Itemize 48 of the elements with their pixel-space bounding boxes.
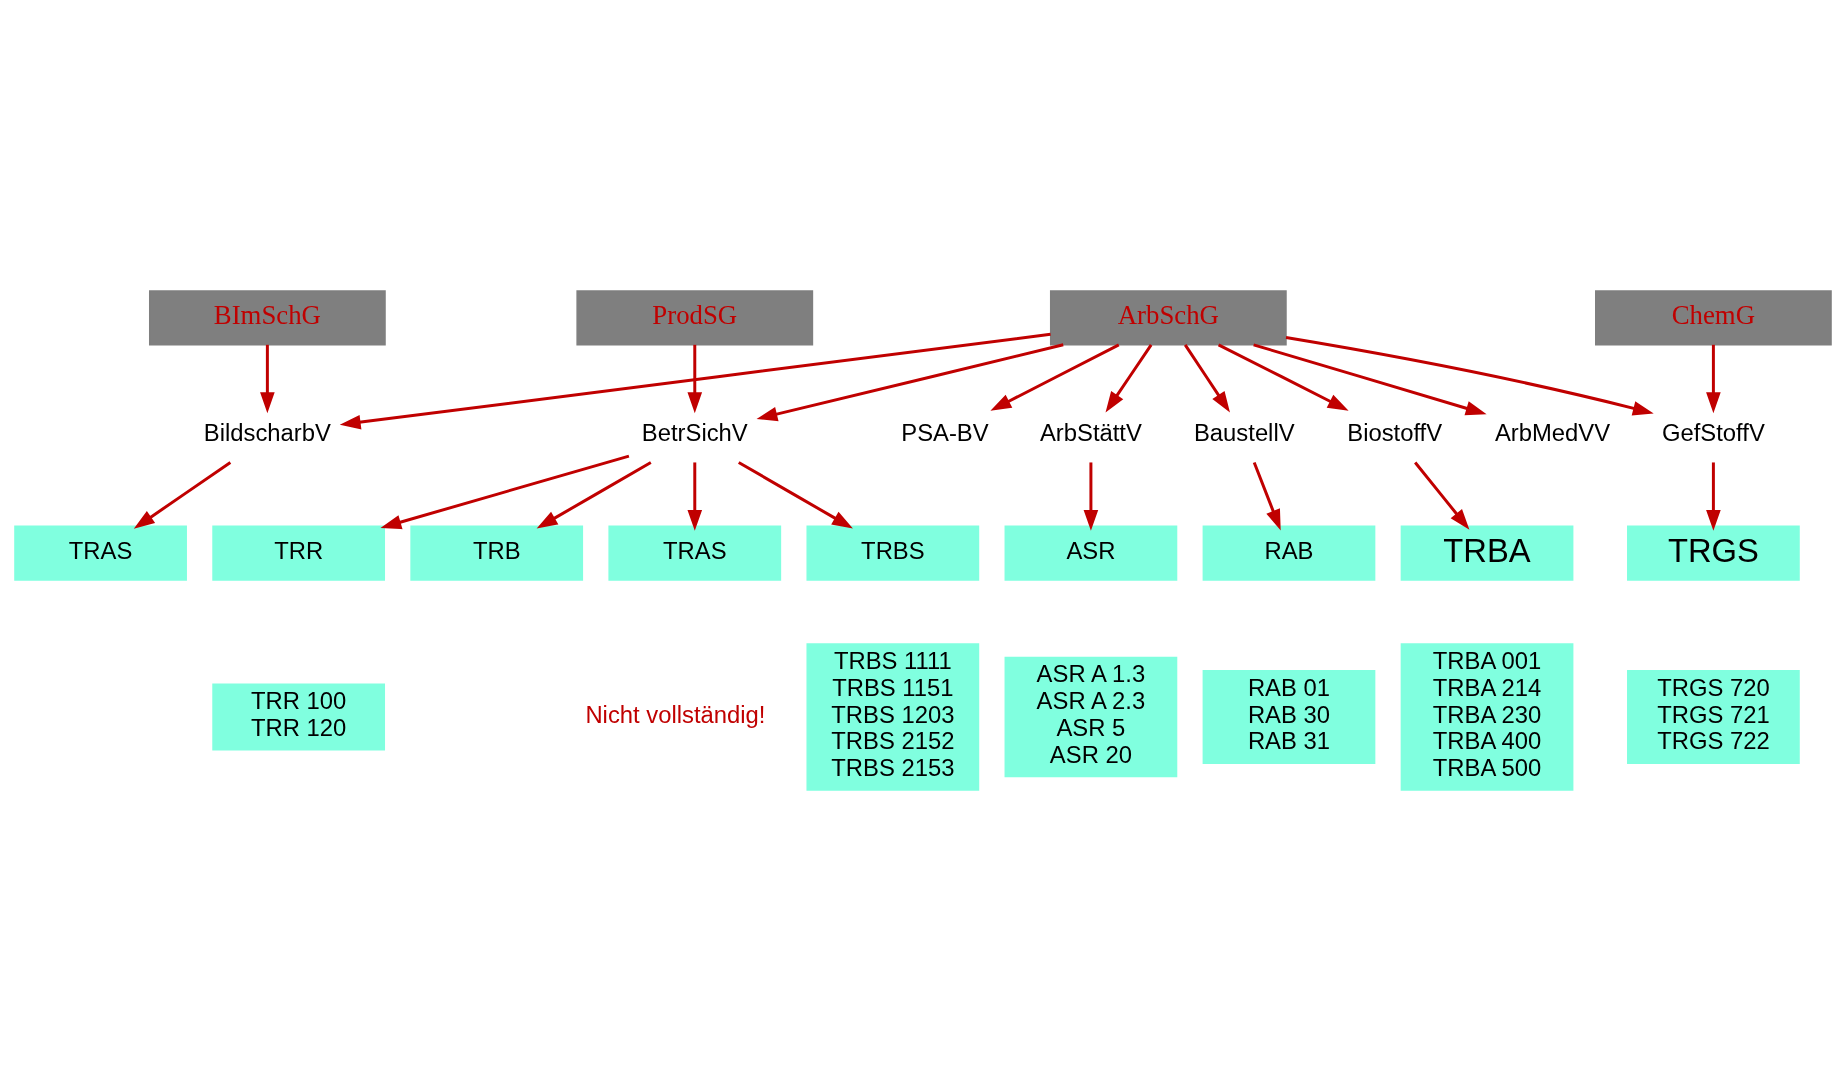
arrow: [1252, 342, 1487, 415]
node-box: TRBS 1111 TRBS 1151 TRBS 1203 TRBS 2152 TRBS 2153: [805, 642, 979, 791]
arrow: [1413, 461, 1469, 530]
node-text: BetrSichV: [641, 418, 748, 446]
node-box: TRB: [409, 525, 583, 581]
arrow: [686, 344, 702, 413]
node-box: ProdSG: [575, 289, 813, 345]
node-text: PSA-BV: [900, 418, 989, 446]
node-text: BildscharbV: [203, 418, 331, 446]
arrow: [339, 332, 1051, 429]
node-box: RAB: [1202, 525, 1375, 581]
node-box: TRR: [211, 525, 385, 581]
node-box: BImSchG: [148, 289, 386, 345]
node-box: TRR 100 TRR 120: [211, 682, 385, 750]
arrow: [1252, 461, 1281, 530]
arrow: [1705, 344, 1721, 413]
arrow: [379, 454, 629, 529]
node-box: ASR A 1.3 ASR A 2.3 ASR 5 ASR 20: [1004, 656, 1177, 777]
node-text: BiostoffV: [1346, 418, 1442, 446]
arrow: [133, 460, 231, 529]
node-box: ASR: [1004, 525, 1177, 581]
node-text: ArbMedVV: [1494, 418, 1610, 446]
node-box: TRAS: [607, 525, 781, 581]
label: Nicht vollständig!: [584, 700, 765, 728]
node-text: BaustellV: [1193, 418, 1295, 446]
arrow: [1285, 335, 1654, 415]
arrow: [737, 460, 853, 529]
arrow: [686, 461, 702, 531]
node-box: ArbSchG: [1049, 289, 1287, 345]
node-box: TRBA: [1400, 525, 1573, 581]
arrow: [1217, 342, 1349, 411]
arrow: [1705, 461, 1721, 531]
node-box: TRGS: [1626, 525, 1800, 581]
node-text: ArbStättV: [1039, 418, 1142, 446]
arrow: [1183, 343, 1230, 412]
node-box: TRBA 001 TRBA 214 TRBA 230 TRBA 400 TRBA 500: [1400, 642, 1573, 791]
node-text: GefStoffV: [1661, 418, 1765, 446]
node-box: TRAS: [13, 525, 187, 581]
node-box: TRGS 720 TRGS 721 TRGS 722: [1626, 669, 1800, 764]
arrow: [756, 342, 1064, 421]
node-box: ChemG: [1594, 289, 1832, 345]
arrow: [259, 344, 275, 413]
node-box: RAB 01 RAB 30 RAB 31: [1202, 669, 1375, 764]
node-box: TRBS: [805, 525, 979, 581]
arrow: [989, 342, 1119, 411]
arrow: [1105, 343, 1152, 412]
arrow: [536, 460, 652, 529]
arrow: [1083, 461, 1098, 531]
